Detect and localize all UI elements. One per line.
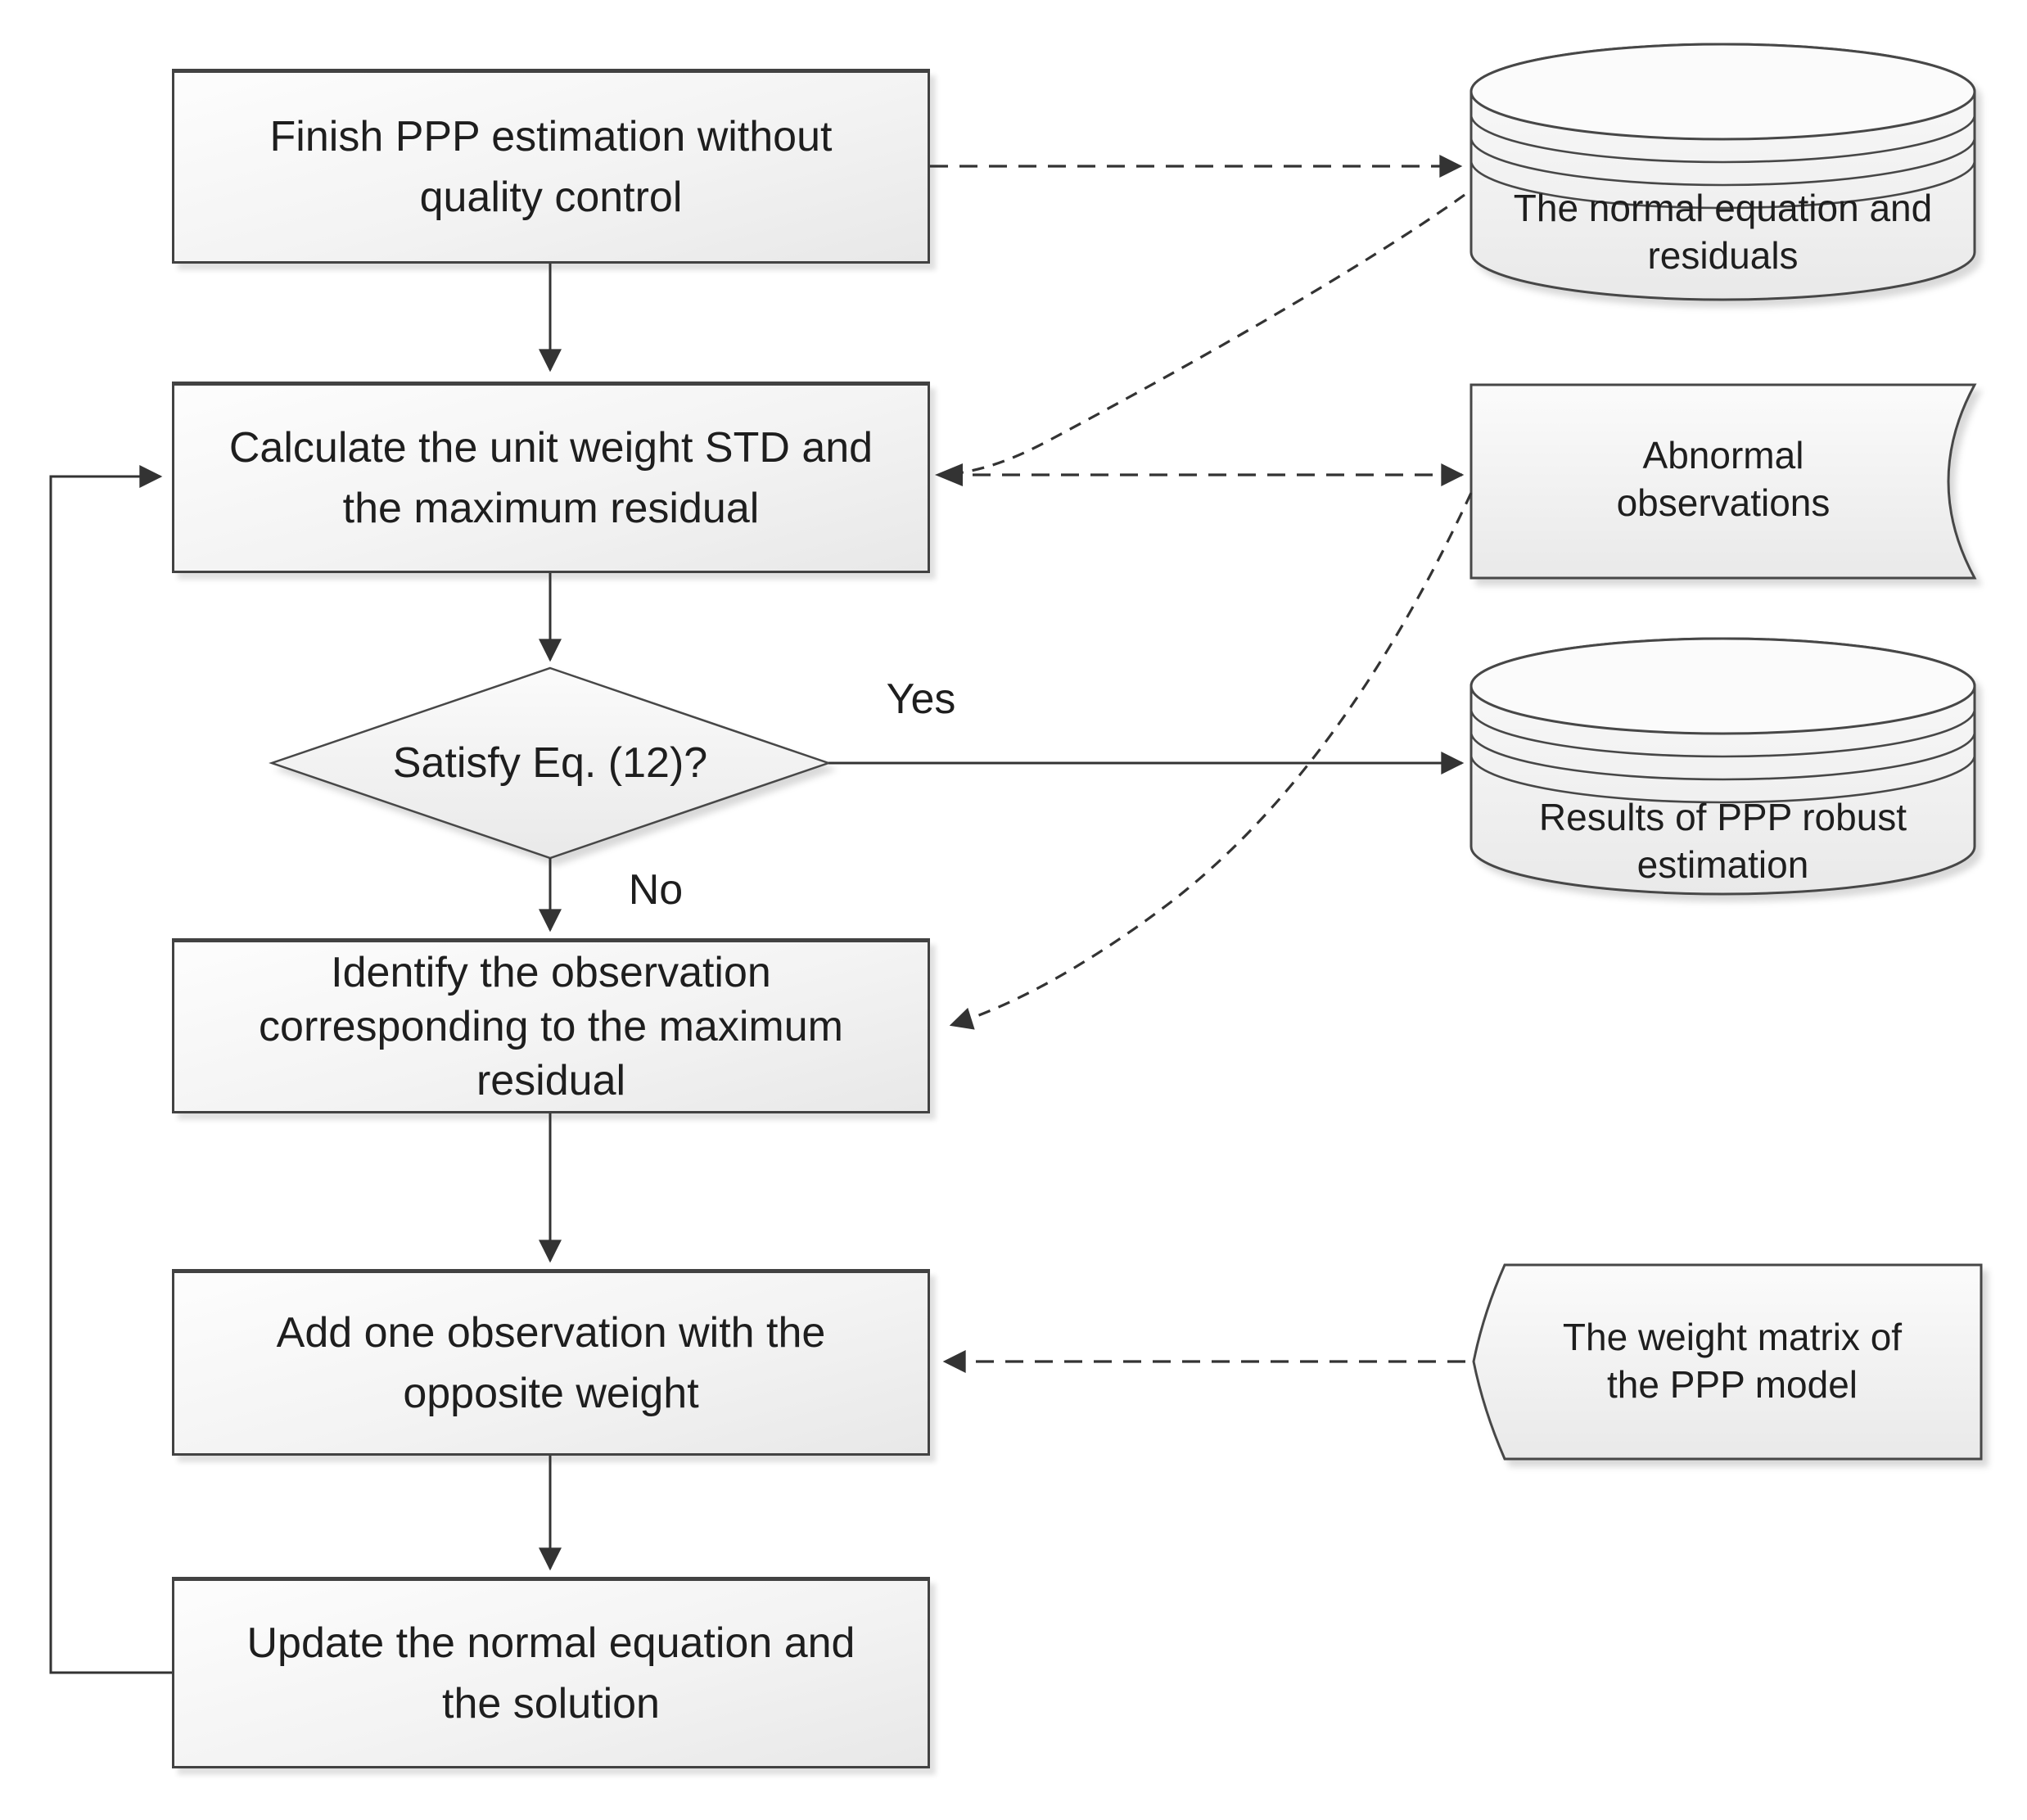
process-box-calculate: Calculate the unit weight STD and the ma… (172, 382, 930, 573)
datastore-results-label: Results of PPP robust estimation (1538, 796, 1907, 886)
process-label-identify: Identify the observation corresponding t… (259, 949, 843, 1104)
stored-data-abnormal-label: Abnormal observations (1616, 434, 1831, 524)
process-box-identify: Identify the observation corresponding t… (172, 938, 930, 1113)
stored-data-abnormal-shape (1469, 383, 1977, 580)
edge-label-yes: Yes (886, 675, 956, 723)
stored-data-weight-matrix-label: The weight matrix of the PPP model (1562, 1316, 1903, 1406)
process-box-finish: Finish PPP estimation without quality co… (172, 69, 930, 264)
process-label-add-observation: Add one observation with the opposite we… (276, 1309, 826, 1417)
process-box-add-observation: Add one observation with the opposite we… (172, 1269, 930, 1456)
stored-data-weight-matrix-shape (1472, 1263, 1983, 1461)
datastore-normal-equation-shape (1469, 43, 1976, 301)
process-label-finish: Finish PPP estimation without quality co… (269, 113, 833, 221)
process-label-calculate: Calculate the unit weight STD and the ma… (228, 424, 874, 532)
datastore-results-shape (1469, 637, 1976, 896)
process-label-update: Update the normal equation and the solut… (246, 1619, 855, 1727)
edge-label-no: No (628, 866, 684, 914)
process-box-update: Update the normal equation and the solut… (172, 1577, 930, 1768)
datastore-normal-equation-label: The normal equation and residuals (1513, 187, 1933, 277)
decision-label: Satisfy Eq. (12)? (392, 739, 708, 787)
